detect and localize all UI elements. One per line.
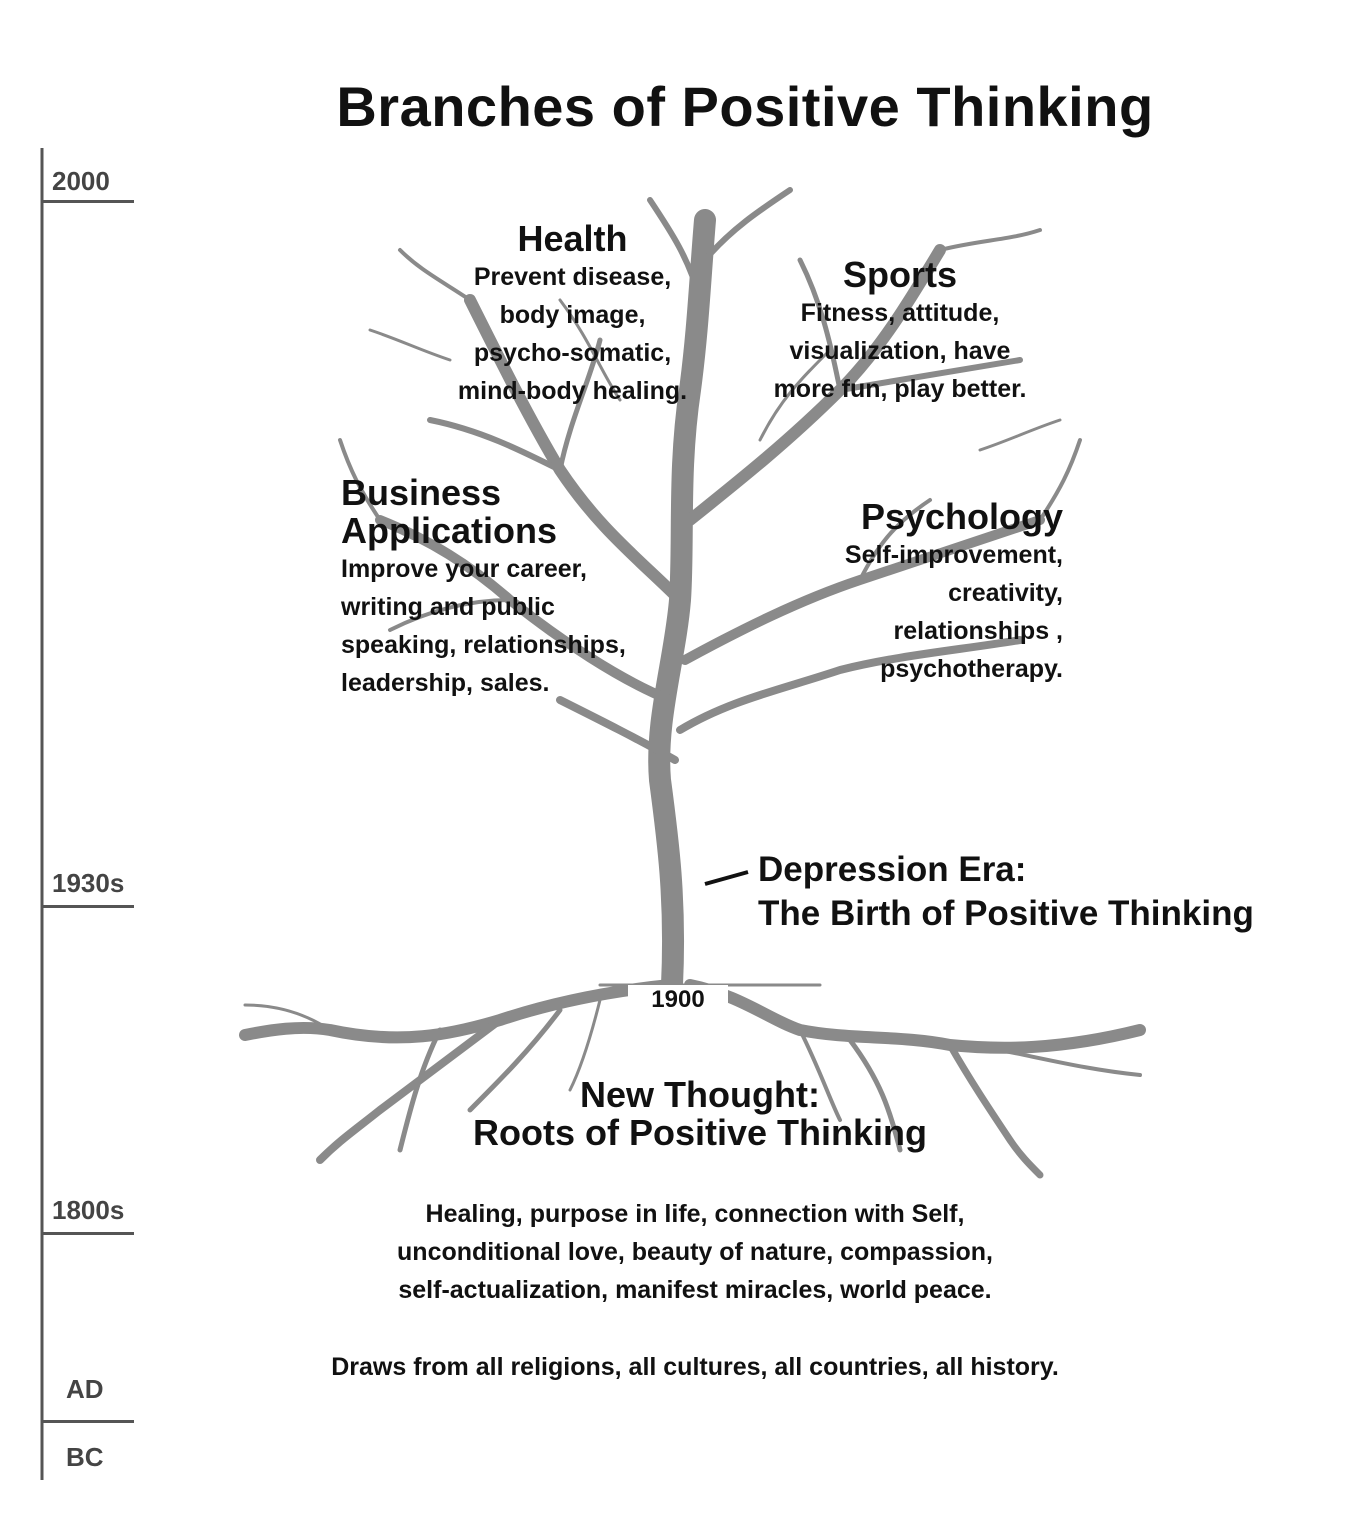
branch-sports-heading: Sports bbox=[842, 254, 957, 295]
branch-business-line: Improve your career, bbox=[341, 555, 587, 583]
timeline-label-1800s: 1800s bbox=[52, 1195, 125, 1225]
branch-health-line: mind-body healing. bbox=[457, 377, 688, 405]
branch-psychology-line: creativity, bbox=[948, 579, 1063, 607]
timeline-tick-2000 bbox=[42, 200, 134, 203]
roots-footer: Draws from all religions, all cultures, … bbox=[331, 1353, 1059, 1381]
branch-business-heading: Business bbox=[341, 472, 502, 513]
branch-sports-line: visualization, have bbox=[789, 337, 1011, 365]
branch-business-line: speaking, relationships, bbox=[341, 631, 626, 659]
branch-business-line: leadership, sales. bbox=[341, 669, 550, 697]
branch-psychology: Psychology Self-improvement, creativity,… bbox=[760, 498, 1063, 688]
branch-psychology-line: psychotherapy. bbox=[880, 655, 1063, 683]
branch-sports: Sports Fitness, attitude, visualization,… bbox=[740, 256, 1060, 408]
timeline-tick-ad-bc bbox=[42, 1420, 134, 1423]
branch-health-line: body image, bbox=[499, 301, 646, 329]
root-year-label: 1900 bbox=[628, 985, 728, 1015]
roots-line: unconditional love, beauty of nature, co… bbox=[397, 1238, 993, 1266]
branch-business-line: writing and public bbox=[341, 593, 555, 621]
branch-psychology-heading: Psychology bbox=[860, 496, 1063, 537]
branch-psychology-line: relationships , bbox=[893, 617, 1063, 645]
timeline-label-2000: 2000 bbox=[52, 166, 110, 196]
page-title: Branches of Positive Thinking bbox=[336, 75, 1154, 138]
branch-health-line: psycho-somatic, bbox=[473, 339, 672, 367]
branch-psychology-line: Self-improvement, bbox=[844, 541, 1063, 569]
branch-health-line: Prevent disease, bbox=[473, 263, 672, 291]
depression-pointer bbox=[704, 870, 749, 886]
roots-heading: New Thought: Roots of Positive Thinking bbox=[400, 1076, 1000, 1152]
branch-business: Business Applications Improve your caree… bbox=[341, 474, 701, 702]
roots-line: self-actualization, manifest miracles, w… bbox=[398, 1276, 992, 1304]
depression-era-line: Depression Era: bbox=[758, 850, 1027, 889]
timeline-label-bc: BC bbox=[66, 1442, 104, 1472]
branch-health-heading: Health bbox=[517, 218, 628, 259]
tree-roots bbox=[239, 979, 676, 1044]
branch-business-heading: Applications bbox=[341, 510, 558, 551]
roots-description: Healing, purpose in life, connection wit… bbox=[300, 1195, 1090, 1309]
branch-sports-line: more fun, play better. bbox=[773, 375, 1027, 403]
timeline-tick-1800s bbox=[42, 1232, 134, 1235]
roots-heading-line: New Thought: bbox=[580, 1074, 820, 1115]
timeline-label-ad: AD bbox=[66, 1374, 104, 1404]
branch-sports-line: Fitness, attitude, bbox=[800, 299, 1000, 327]
roots-line: Healing, purpose in life, connection wit… bbox=[425, 1200, 965, 1228]
roots-heading-line: Roots of Positive Thinking bbox=[472, 1112, 927, 1153]
depression-era-line: The Birth of Positive Thinking bbox=[758, 894, 1254, 933]
branch-health: Health Prevent disease, body image, psyc… bbox=[400, 220, 745, 410]
timeline-tick-1930s bbox=[42, 905, 134, 908]
timeline-label-1930s: 1930s bbox=[52, 868, 125, 898]
depression-era-label: Depression Era: The Birth of Positive Th… bbox=[758, 848, 1338, 936]
